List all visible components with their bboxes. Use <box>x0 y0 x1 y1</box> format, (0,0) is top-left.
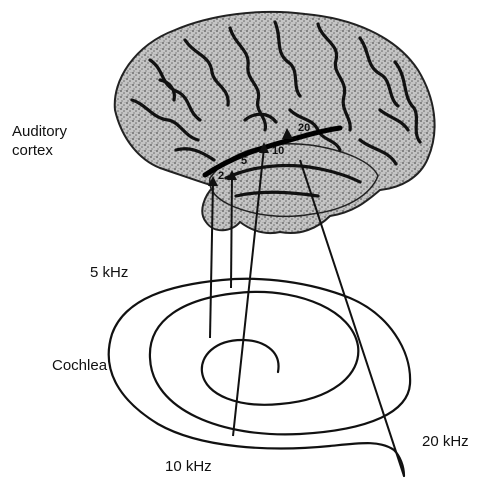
khz-5-label: 5 kHz <box>90 263 128 282</box>
auditory-cortex-label-line2: cortex <box>12 141 67 160</box>
auditory-cortex-label: Auditory cortex <box>12 122 67 160</box>
khz-20-label: 20 kHz <box>422 432 469 451</box>
cortex-mark-2: 2 <box>218 170 224 182</box>
cortex-mark-20: 20 <box>298 122 310 134</box>
khz-10-label: 10 kHz <box>165 457 212 476</box>
cochlea-label: Cochlea <box>52 356 107 375</box>
cochlea-spiral <box>109 279 410 476</box>
auditory-cortex-label-line1: Auditory <box>12 122 67 141</box>
cortex-mark-5: 5 <box>241 155 247 167</box>
cortex-mark-10: 10 <box>272 145 284 157</box>
